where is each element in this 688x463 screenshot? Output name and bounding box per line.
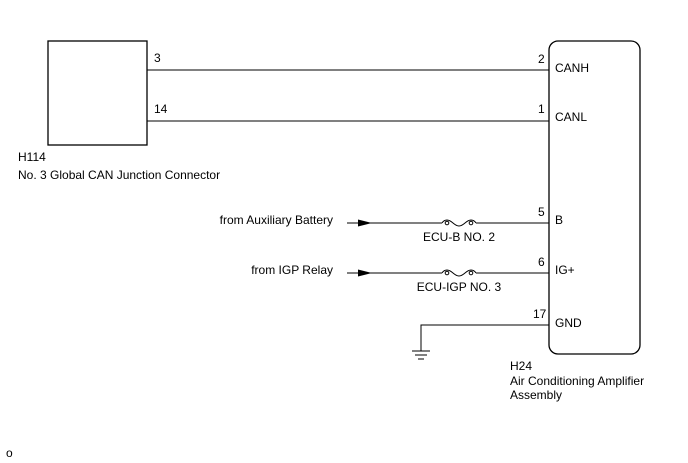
ecu-igp-fuse-terminal-right bbox=[468, 270, 474, 276]
h24-pin-ig-label: IG+ bbox=[555, 263, 575, 277]
battery-arrow-icon bbox=[358, 219, 372, 227]
ecu-b-fuse-terminal-left bbox=[444, 220, 450, 226]
h114-code: H114 bbox=[18, 150, 46, 164]
ground-icon bbox=[412, 350, 430, 360]
h114-pin-canl-number: 14 bbox=[154, 102, 168, 116]
h24-pin-canl-number: 1 bbox=[538, 102, 545, 116]
h24-pin-canh-number: 2 bbox=[538, 52, 545, 66]
footer-mark: o bbox=[6, 446, 13, 460]
h114-name: No. 3 Global CAN Junction Connector bbox=[18, 168, 220, 182]
ecu-igp-fuse-label: ECU-IGP NO. 3 bbox=[417, 280, 502, 294]
h24-code: H24 bbox=[510, 359, 532, 373]
ecu-igp-fuse-gap bbox=[442, 269, 476, 277]
ecu-b-fuse-icon bbox=[441, 219, 477, 227]
igp-arrow-icon bbox=[358, 269, 372, 277]
h114-pin-canh-number: 3 bbox=[154, 51, 161, 65]
h24-pin-canh-label: CANH bbox=[555, 61, 589, 75]
gnd-wire bbox=[420, 324, 549, 351]
source-igp-relay: from IGP Relay bbox=[251, 263, 333, 277]
h24-pin-ig-number: 6 bbox=[538, 255, 545, 269]
source-auxiliary-battery: from Auxiliary Battery bbox=[220, 213, 333, 227]
h24-pin-b-number: 5 bbox=[538, 205, 545, 219]
h24-pin-b-label: B bbox=[555, 213, 563, 227]
h114-connector-box bbox=[47, 40, 148, 146]
h24-name-line2: Assembly bbox=[510, 388, 562, 402]
h24-amplifier-box bbox=[548, 40, 641, 355]
ecu-b-fuse-terminal-right bbox=[468, 220, 474, 226]
ecu-igp-fuse-terminal-left bbox=[444, 270, 450, 276]
h24-pin-canl-label: CANL bbox=[555, 110, 587, 124]
ecu-b-fuse-gap bbox=[442, 219, 476, 227]
h24-pin-gnd-label: GND bbox=[555, 316, 582, 330]
h24-name-line1: Air Conditioning Amplifier bbox=[510, 374, 644, 388]
h24-pin-gnd-number: 17 bbox=[533, 307, 547, 321]
ecu-igp-fuse-icon bbox=[441, 269, 477, 277]
ecu-b-fuse-label: ECU-B NO. 2 bbox=[423, 230, 495, 244]
